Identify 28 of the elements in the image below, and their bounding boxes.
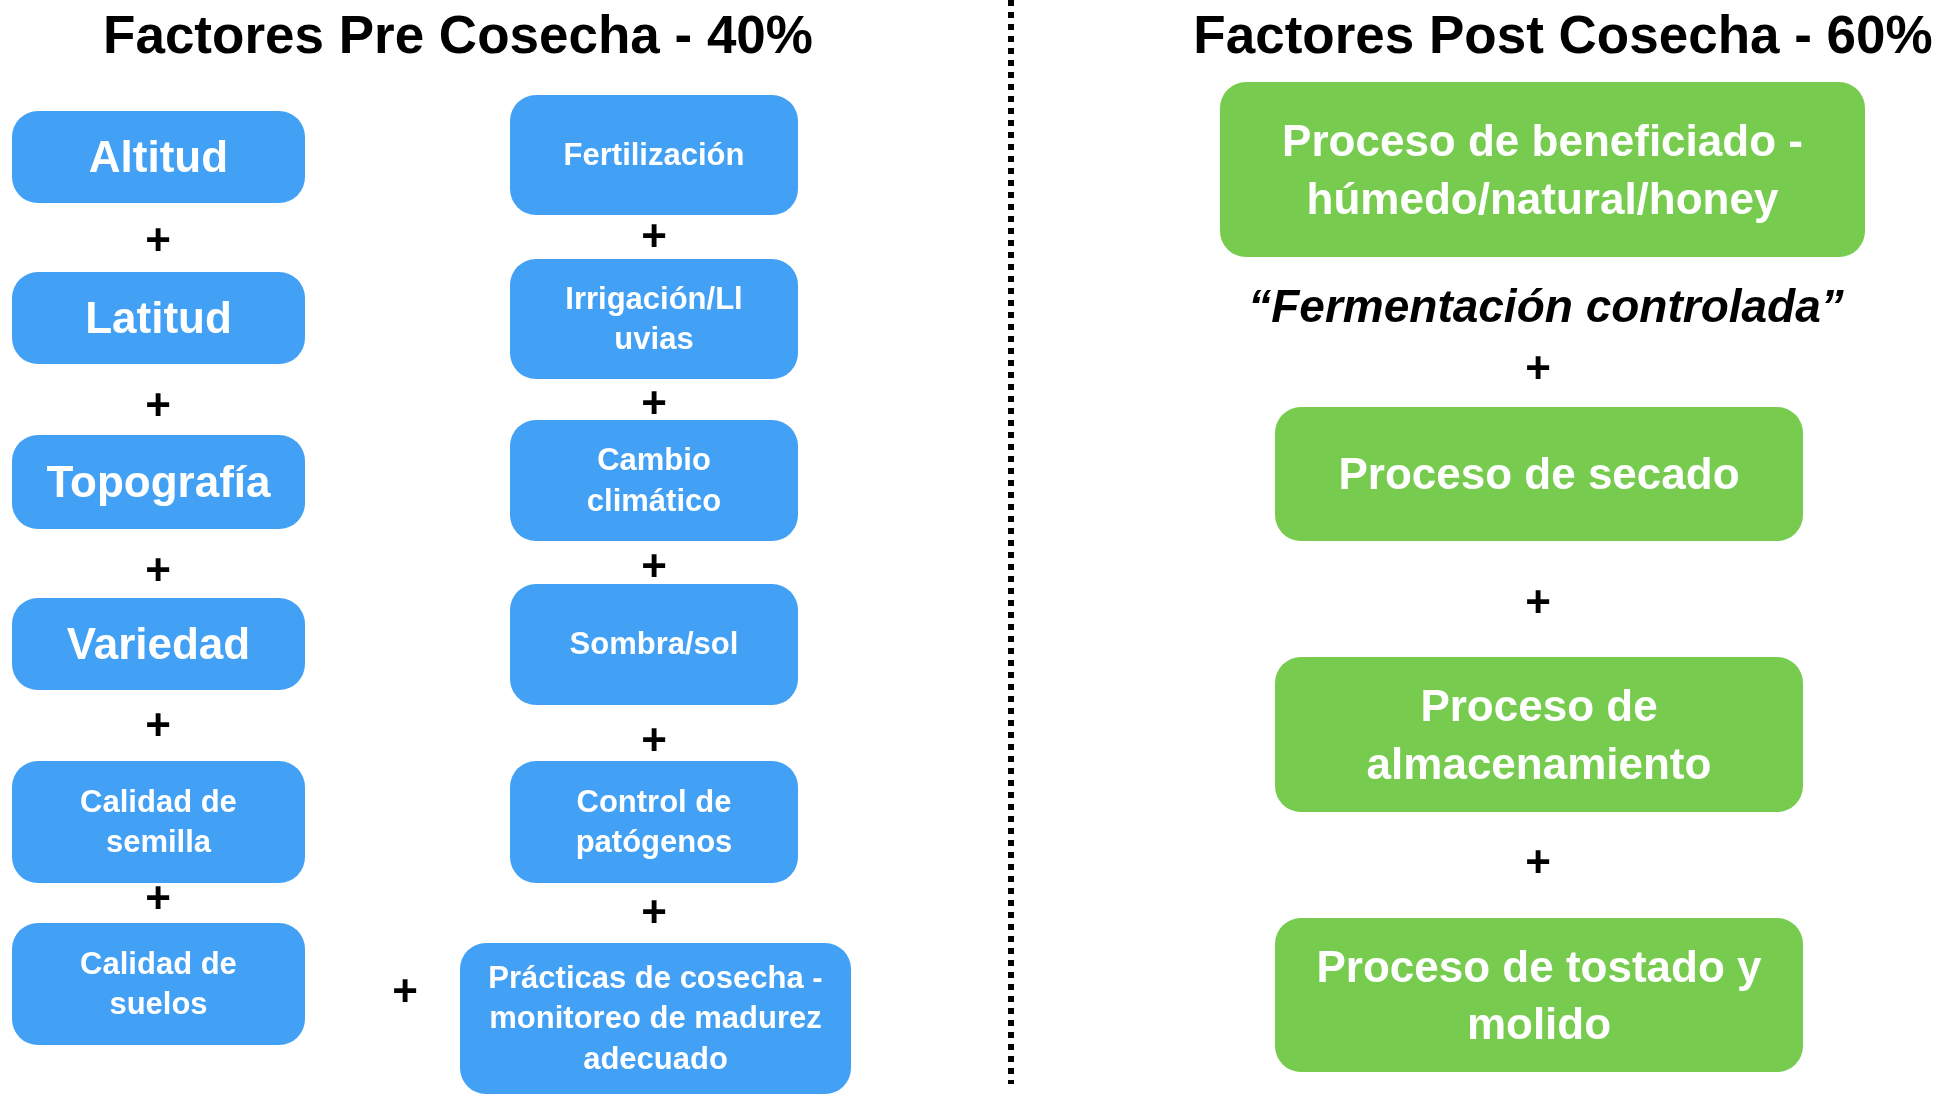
factor-box: Prácticas de cosecha - monitoreo de madurez adecuado xyxy=(460,943,851,1094)
factor-box: Fertilización xyxy=(510,95,798,215)
plus-sign: + xyxy=(641,887,667,937)
process-box: Proceso de beneficiado - húmedo/natural/honey xyxy=(1220,82,1865,257)
process-box: Proceso de almacenamiento xyxy=(1275,657,1803,812)
plus-sign: + xyxy=(1525,577,1551,627)
factor-box: Cambio climático xyxy=(510,420,798,541)
factor-box: Control de patógenos xyxy=(510,761,798,883)
factor-box: Calidad de suelos xyxy=(12,923,305,1045)
note-text: “Fermentación controlada” xyxy=(1248,279,1844,333)
factor-box: Latitud xyxy=(12,272,305,364)
process-box: Proceso de secado xyxy=(1275,407,1803,541)
factor-box: Altitud xyxy=(12,111,305,203)
section-title: Factores Post Cosecha - 60% xyxy=(1193,3,1933,65)
plus-sign: + xyxy=(145,700,171,750)
factor-box: Sombra/sol xyxy=(510,584,798,705)
plus-sign: + xyxy=(392,966,418,1016)
section-title: Factores Pre Cosecha - 40% xyxy=(103,3,813,65)
plus-sign: + xyxy=(145,215,171,265)
plus-sign: + xyxy=(1525,343,1551,393)
plus-sign: + xyxy=(145,545,171,595)
plus-sign: + xyxy=(1525,837,1551,887)
factor-box: Calidad de semilla xyxy=(12,761,305,883)
factor-box: Irrigación/Lluvias xyxy=(510,259,798,379)
factor-box: Topografía xyxy=(12,435,305,529)
factor-box: Variedad xyxy=(12,598,305,690)
process-box: Proceso de tostado y molido xyxy=(1275,918,1803,1072)
plus-sign: + xyxy=(145,380,171,430)
